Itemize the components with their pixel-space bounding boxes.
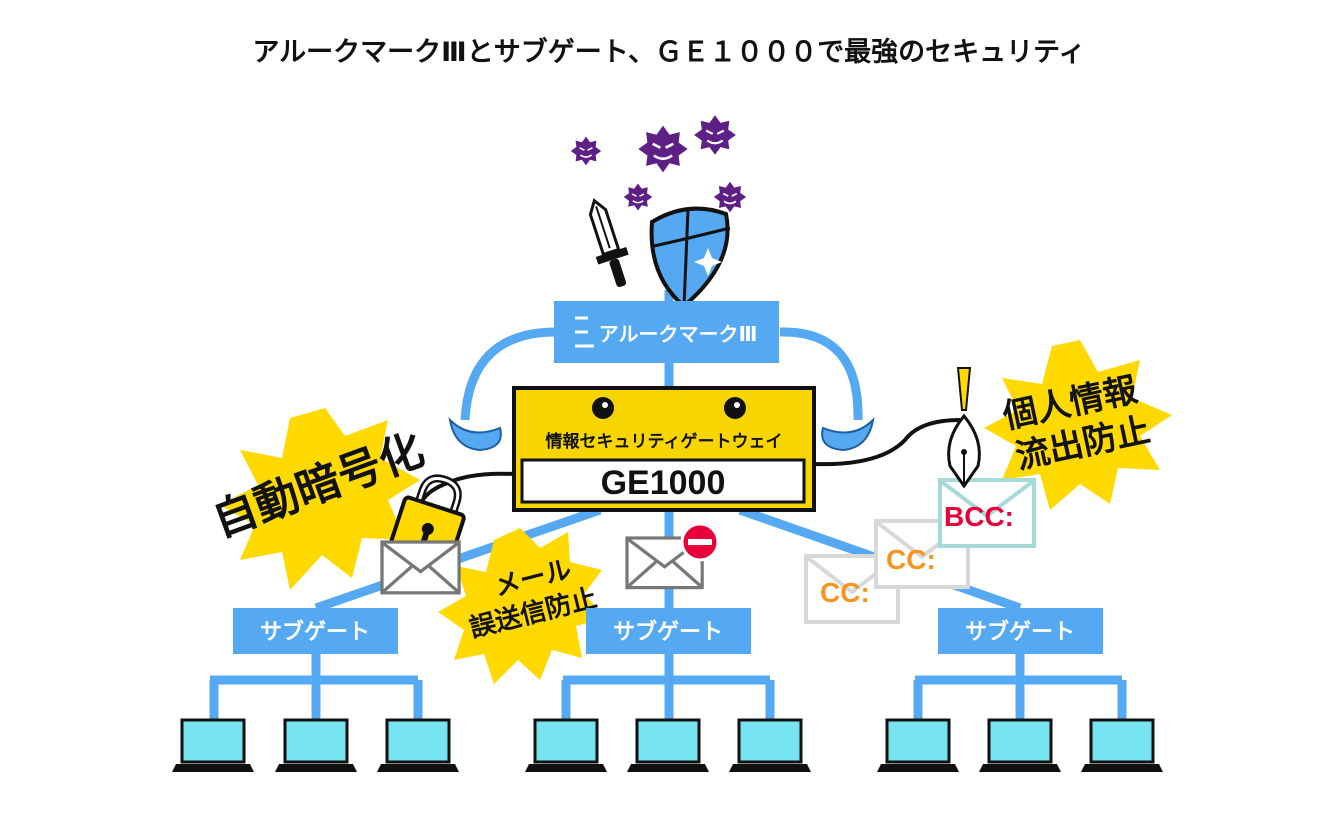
shield-icon	[649, 206, 731, 309]
arc-mark-box: アルークマークⅢ	[554, 301, 779, 363]
gateway-subtitle: 情報セキュリティゲートウェイ	[546, 431, 783, 452]
subnet-tree-right	[913, 652, 1127, 722]
arc-mark-label: アルークマークⅢ	[599, 322, 758, 346]
laptop-icon	[727, 718, 813, 774]
laptop-icon	[977, 718, 1063, 774]
laptop-icon	[625, 718, 711, 774]
page-title: アルークマークⅢとサブゲート、ＧＥ１０００で最強のセキュリティ	[252, 36, 1085, 68]
laptop-icon	[875, 718, 961, 774]
no-entry-icon	[680, 522, 720, 562]
cc-back-text: CC:	[820, 577, 870, 608]
gateway-model: GE1000	[601, 464, 726, 502]
virus-icon	[636, 124, 690, 174]
laptop-icon	[1079, 718, 1165, 774]
gateway-device: 情報セキュリティゲートウェイ GE1000	[512, 386, 816, 512]
subgate-label: サブゲート	[260, 619, 370, 645]
robot-hands	[448, 417, 875, 452]
subgate-label: サブゲート	[613, 619, 723, 645]
envelope-icon	[380, 540, 461, 595]
laptop-icon	[375, 718, 461, 774]
cc-front-text: CC:	[886, 544, 936, 575]
subnet-tree-center	[561, 652, 775, 722]
eye-right	[724, 397, 746, 419]
subgate-center: サブゲート	[586, 608, 751, 654]
network-lines	[209, 290, 1127, 722]
bcc-text: BCC:	[944, 501, 1014, 532]
subgate-label: サブゲート	[965, 619, 1075, 645]
bcc-envelope: BCC:	[938, 478, 1036, 548]
laptops	[170, 718, 1165, 774]
virus-icon	[712, 180, 748, 214]
laptop-icon	[170, 718, 256, 774]
subgate-left: サブゲート	[233, 608, 398, 654]
sword-icon	[588, 198, 629, 288]
laptop-icon	[273, 718, 359, 774]
subgate-right: サブゲート	[938, 608, 1103, 654]
subnet-tree-left	[209, 652, 423, 722]
virus-icon	[692, 114, 738, 156]
virus-icons	[569, 114, 748, 214]
virus-icon	[623, 182, 653, 212]
laptop-icon	[523, 718, 609, 774]
virus-icon	[569, 135, 603, 167]
eye-left	[592, 397, 614, 419]
burst-mail-misdelivery: メール 誤送信防止	[438, 528, 606, 684]
fountain-pen-icon	[947, 367, 981, 489]
